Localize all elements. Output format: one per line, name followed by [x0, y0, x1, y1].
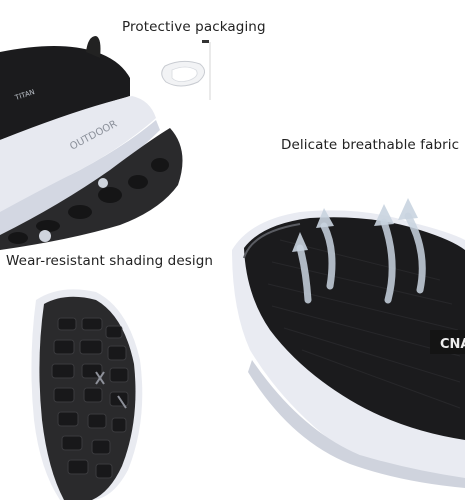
caption-protective-packaging: Protective packaging	[122, 19, 266, 35]
heel-outsole	[0, 128, 183, 250]
heel-upper	[0, 46, 130, 140]
packaging-inset	[161, 42, 211, 100]
airflow-arrows	[296, 212, 426, 304]
heel-midsole	[0, 96, 156, 215]
caption-wear-resistant: Wear-resistant shading design	[6, 253, 214, 269]
caption-breathable-fabric: Delicate breathable fabric	[281, 137, 460, 153]
heel-badge-dot	[98, 178, 108, 188]
toe-closeup: CNA	[232, 198, 465, 488]
heel-badge-dot	[39, 230, 51, 242]
heel-pull-loop	[86, 36, 101, 58]
outsole-view	[31, 289, 143, 500]
heel-view: OUTDOOR TITAN	[0, 36, 183, 250]
brand-label	[430, 330, 465, 354]
caption-marker	[202, 40, 209, 43]
toe-outsole-rim	[248, 360, 465, 488]
brand-partial-text: CNA	[440, 337, 465, 352]
